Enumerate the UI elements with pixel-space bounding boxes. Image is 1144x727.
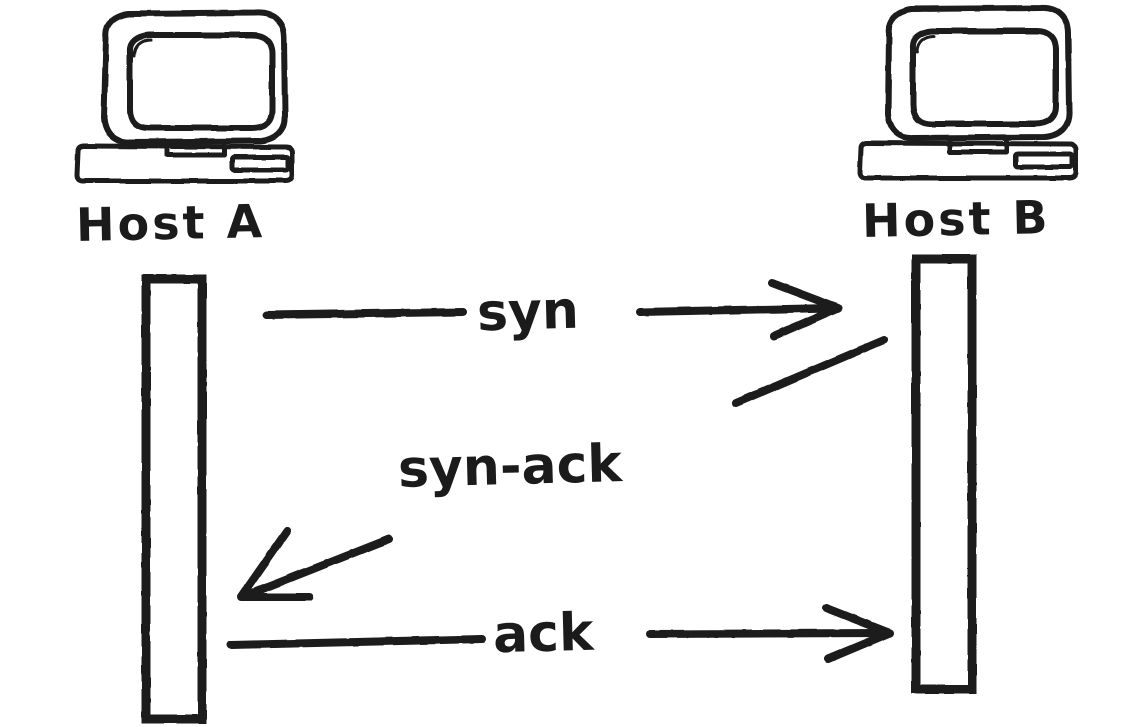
message-syn-ack-label: syn-ack xyxy=(397,434,623,500)
host-b-computer-icon xyxy=(857,4,1079,181)
host-a-label: Host A xyxy=(75,194,266,252)
host-b-label: Host B xyxy=(861,190,1052,248)
lifeline-b xyxy=(911,254,977,694)
message-ack-label: ack xyxy=(492,602,595,666)
message-syn-arrow xyxy=(262,279,842,340)
host-a-computer-icon xyxy=(74,9,295,184)
lifeline-a xyxy=(141,274,207,724)
message-syn-label: syn xyxy=(476,280,580,344)
message-syn-ack-arrow xyxy=(237,336,888,601)
message-ack-arrow xyxy=(227,604,894,663)
